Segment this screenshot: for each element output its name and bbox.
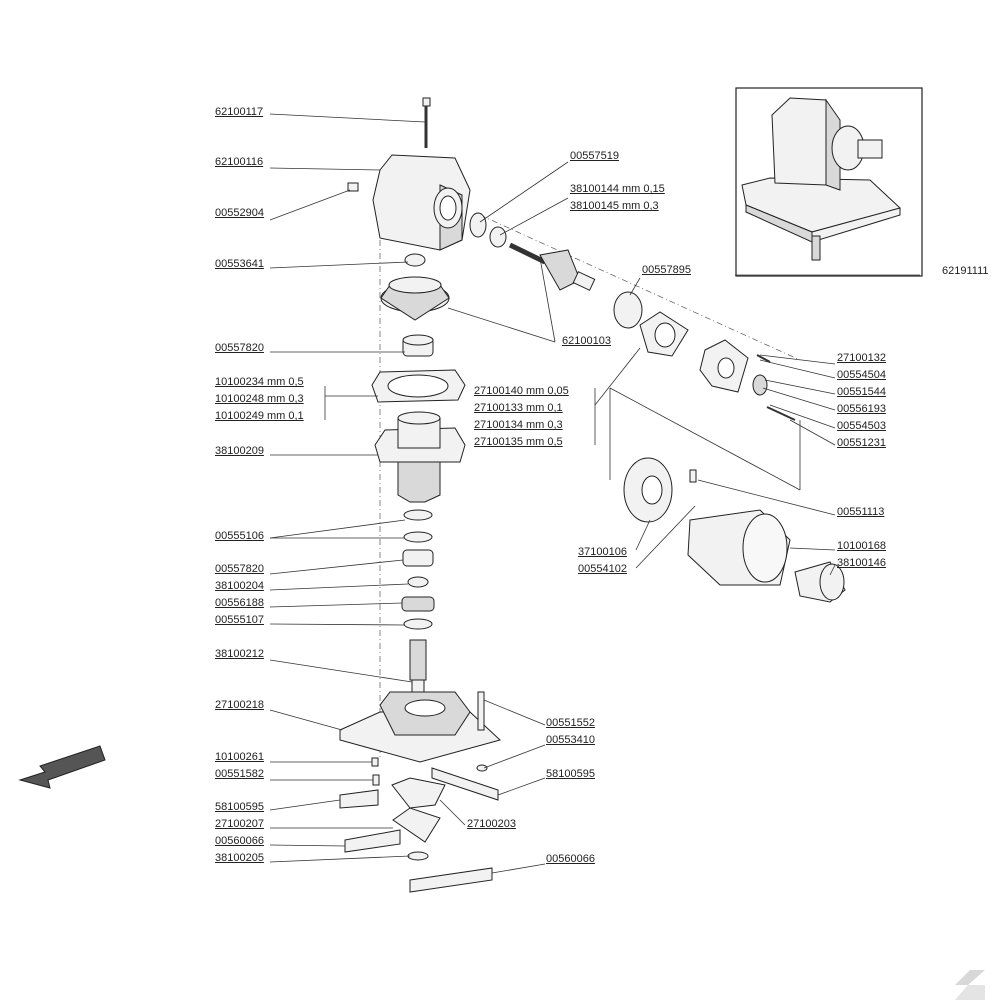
label-00555106: 00555106 xyxy=(215,530,264,542)
label-00552904: 00552904 xyxy=(215,207,264,219)
plug xyxy=(347,182,359,192)
label-00551544: 00551544 xyxy=(837,386,886,398)
cylinder-cover xyxy=(687,509,791,586)
nut-right xyxy=(476,764,488,772)
label-00560066-right: 00560066 xyxy=(546,853,595,865)
blade-right xyxy=(431,767,499,801)
base-plate xyxy=(339,691,501,763)
shim-gasket xyxy=(371,369,466,403)
label-27100134: 27100134 mm 0,3 xyxy=(474,419,563,431)
label-00553641: 00553641 xyxy=(215,258,264,270)
small-bolt xyxy=(689,469,697,483)
bevel-gear xyxy=(380,276,450,321)
label-00554503: 00554503 xyxy=(837,420,886,432)
label-10100168: 10100168 xyxy=(837,540,886,552)
label-27100207: 27100207 xyxy=(215,818,264,830)
label-62100116: 62100116 xyxy=(215,156,264,168)
label-27100132: 27100132 xyxy=(837,352,886,364)
label-38100144: 38100144 mm 0,15 xyxy=(570,183,665,195)
label-27100135: 27100135 mm 0,5 xyxy=(474,436,563,448)
blade-holder-left xyxy=(344,829,401,853)
label-38100146: 38100146 xyxy=(837,557,886,569)
label-00553410: 00553410 xyxy=(546,734,595,746)
plate-27100203 xyxy=(391,777,446,809)
inset-gearbox-assembly xyxy=(741,97,901,261)
blade-holder-bottom xyxy=(409,867,493,893)
label-62100117: 62100117 xyxy=(215,106,264,118)
label-62100103: 62100103 xyxy=(562,335,611,347)
label-10100248: 10100248 mm 0,3 xyxy=(215,393,304,405)
label-00556193: 00556193 xyxy=(837,403,886,415)
plate-27100207 xyxy=(392,807,441,843)
circlip-2 xyxy=(403,531,433,543)
bolt-left-1 xyxy=(371,757,379,767)
label-00551582: 00551582 xyxy=(215,768,264,780)
sleeve xyxy=(794,561,846,603)
spacer xyxy=(407,576,429,588)
bearing-lower xyxy=(402,549,434,567)
label-00551552: 00551552 xyxy=(546,717,595,729)
label-62191111: 62191111 xyxy=(942,265,989,277)
input-shaft-assembly xyxy=(469,212,796,421)
label-00554504: 00554504 xyxy=(837,369,886,381)
blade-left xyxy=(339,789,379,809)
label-38100212: 38100212 xyxy=(215,648,264,660)
bearing-top xyxy=(404,253,426,267)
label-00557519: 00557519 xyxy=(570,150,619,162)
label-38100204: 38100204 xyxy=(215,580,264,592)
label-58100595-right: 58100595 xyxy=(546,768,595,780)
label-00551231: 00551231 xyxy=(837,437,886,449)
label-58100595-left: 58100595 xyxy=(215,801,264,813)
label-38100145: 38100145 mm 0,3 xyxy=(570,200,659,212)
top-bolt xyxy=(422,97,431,148)
bolt-left-2 xyxy=(372,774,380,786)
label-00557820-lower: 00557820 xyxy=(215,563,264,575)
label-00555107: 00555107 xyxy=(215,614,264,626)
label-38100209: 38100209 xyxy=(215,445,264,457)
flange-disc xyxy=(623,457,673,523)
label-38100205: 38100205 xyxy=(215,852,264,864)
label-00557895: 00557895 xyxy=(642,264,691,276)
circlip-lower xyxy=(403,618,433,630)
bearing-upper xyxy=(402,334,434,357)
gearbox-housing xyxy=(372,154,471,251)
circlip-upper xyxy=(403,509,433,521)
label-10100249: 10100249 mm 0,1 xyxy=(215,410,304,422)
label-00554102: 00554102 xyxy=(578,563,627,575)
label-37100106: 37100106 xyxy=(578,546,627,558)
inset-frame xyxy=(735,87,923,277)
label-00560066-left: 00560066 xyxy=(215,835,264,847)
label-10100261: 10100261 xyxy=(215,751,264,763)
bearing-housing xyxy=(374,411,466,503)
label-00551113: 00551113 xyxy=(837,506,885,518)
bolt-right xyxy=(477,691,485,731)
label-00556188: 00556188 xyxy=(215,597,264,609)
label-27100140: 27100140 mm 0,05 xyxy=(474,385,569,397)
diagonal-axis xyxy=(479,214,801,361)
label-27100203: 27100203 xyxy=(467,818,516,830)
label-27100218: 27100218 xyxy=(215,699,264,711)
bearing-seal xyxy=(401,596,435,612)
k-logo-icon xyxy=(955,970,985,1000)
label-00557820-upper: 00557820 xyxy=(215,342,264,354)
arrow-icon xyxy=(18,745,106,789)
label-27100133: 27100133 mm 0,1 xyxy=(474,402,563,414)
leader-lines xyxy=(269,113,920,874)
circlip-bottom xyxy=(407,851,429,861)
label-10100234: 10100234 mm 0,5 xyxy=(215,376,304,388)
